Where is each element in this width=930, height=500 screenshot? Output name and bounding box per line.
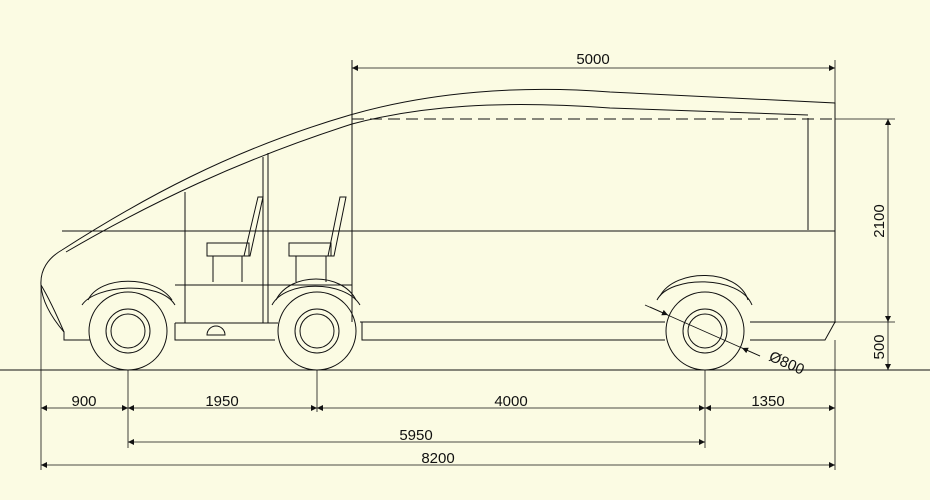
middle-wheel: [277, 291, 357, 371]
dimension-rear-overhang-label: 1350: [751, 393, 784, 410]
dimension-height: 2100 500: [835, 118, 895, 370]
dimension-front-axle-spacing-label: 1950: [205, 393, 238, 410]
dimension-cargo-length: 5000: [352, 51, 836, 103]
dimension-wheel-diameter: Ø800: [644, 304, 807, 379]
dimension-wheelbase: 5950: [128, 427, 705, 445]
dimension-total-length: 8200: [41, 450, 835, 468]
front-wheel: [88, 291, 168, 371]
dimension-cargo-length-label: 5000: [576, 51, 609, 68]
dimension-total-length-label: 8200: [421, 450, 454, 467]
rear-seat: [288, 196, 347, 282]
rear-wheel: [665, 291, 745, 371]
dimension-wheel-diameter-label: Ø800: [766, 348, 806, 378]
dimension-ground-clearance-label: 500: [871, 334, 888, 359]
dimension-front-overhang-label: 900: [71, 393, 96, 410]
dimension-wheelbase-label: 5950: [399, 427, 432, 444]
dimension-rear-axle-spacing-label: 4000: [494, 393, 527, 410]
dimension-chain-row: 900 1950 4000 1350: [41, 393, 835, 411]
dimension-total-height-label: 2100: [871, 204, 888, 237]
front-seat: [206, 196, 264, 282]
vehicle-body: [40, 60, 836, 341]
